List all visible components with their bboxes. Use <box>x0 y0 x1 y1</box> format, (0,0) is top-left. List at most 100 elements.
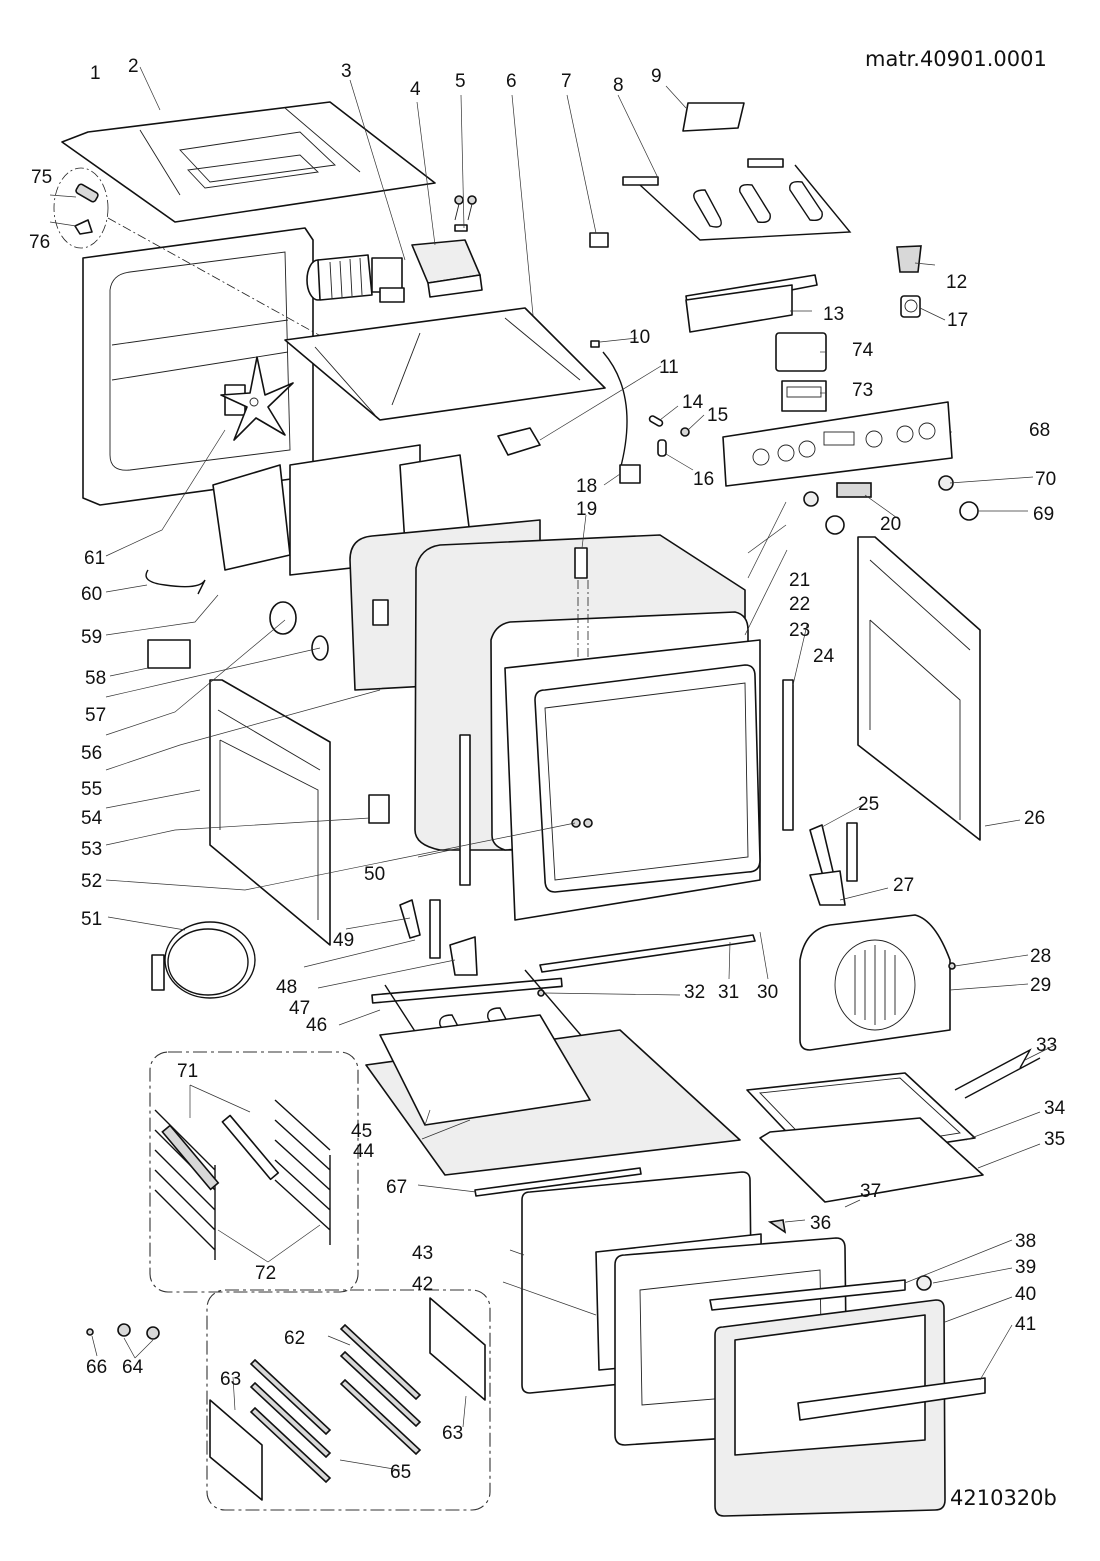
callout-59[interactable]: 59 <box>81 627 102 648</box>
callout-56[interactable]: 56 <box>81 743 102 764</box>
part-top-plate <box>284 307 606 421</box>
callout-4[interactable]: 4 <box>410 79 421 100</box>
callout-51[interactable]: 51 <box>81 909 102 930</box>
callout-60[interactable]: 60 <box>81 584 102 605</box>
callout-36[interactable]: 36 <box>810 1213 831 1234</box>
callout-58[interactable]: 58 <box>85 668 106 689</box>
callout-48[interactable]: 48 <box>276 977 297 998</box>
callout-71[interactable]: 71 <box>177 1061 198 1082</box>
callout-15[interactable]: 15 <box>707 405 728 426</box>
callout-46[interactable]: 46 <box>306 1015 327 1036</box>
callout-33[interactable]: 33 <box>1036 1035 1057 1056</box>
callout-18[interactable]: 18 <box>576 476 597 497</box>
callout-26[interactable]: 26 <box>1024 808 1045 829</box>
callout-39[interactable]: 39 <box>1015 1257 1036 1278</box>
callout-17[interactable]: 17 <box>947 310 968 331</box>
callout-28[interactable]: 28 <box>1030 946 1051 967</box>
drawing-code: 4210320b <box>950 1486 1057 1510</box>
callout-7[interactable]: 7 <box>561 71 572 92</box>
part-bottom-tray <box>379 1014 591 1126</box>
callout-61[interactable]: 61 <box>84 548 105 569</box>
callout-40[interactable]: 40 <box>1015 1284 1036 1305</box>
callout-23[interactable]: 23 <box>789 620 810 641</box>
callout-10[interactable]: 10 <box>629 327 650 348</box>
callout-12[interactable]: 12 <box>946 272 967 293</box>
callout-3[interactable]: 3 <box>341 61 352 82</box>
callout-31[interactable]: 31 <box>718 982 739 1003</box>
callout-32[interactable]: 32 <box>684 982 705 1003</box>
callout-55[interactable]: 55 <box>81 779 102 800</box>
callout-47[interactable]: 47 <box>289 998 310 1019</box>
part-door-handle <box>797 1377 986 1421</box>
callout-74[interactable]: 74 <box>852 340 874 361</box>
callout-63-left[interactable]: 63 <box>220 1369 241 1390</box>
callout-76[interactable]: 76 <box>29 232 50 253</box>
callout-54[interactable]: 54 <box>81 808 103 829</box>
callout-50[interactable]: 50 <box>364 864 385 885</box>
callout-38[interactable]: 38 <box>1015 1231 1036 1252</box>
part-detail-clips <box>53 167 109 249</box>
callout-66[interactable]: 66 <box>86 1357 107 1378</box>
part-control-panel <box>722 401 953 487</box>
callout-68[interactable]: 68 <box>1029 420 1050 441</box>
part-screws-5 <box>454 195 477 232</box>
part-cooling-fan <box>306 254 405 303</box>
part-side-racks-72 <box>154 1099 331 1260</box>
callout-21[interactable]: 21 <box>789 570 810 591</box>
part-fan-motor <box>220 356 294 441</box>
model-reference: matr.40901.0001 <box>865 47 1047 71</box>
callout-25[interactable]: 25 <box>858 794 879 815</box>
callout-1[interactable]: 1 <box>90 63 101 84</box>
callout-62[interactable]: 62 <box>284 1328 305 1349</box>
callout-44[interactable]: 44 <box>353 1141 375 1162</box>
callout-72[interactable]: 72 <box>255 1263 276 1284</box>
callout-42[interactable]: 42 <box>412 1274 433 1295</box>
callout-27[interactable]: 27 <box>893 875 914 896</box>
callout-22[interactable]: 22 <box>789 594 810 615</box>
callout-8[interactable]: 8 <box>613 75 624 96</box>
callout-63-right[interactable]: 63 <box>442 1423 463 1444</box>
callout-16[interactable]: 16 <box>693 469 714 490</box>
callout-20[interactable]: 20 <box>880 514 901 535</box>
callout-6[interactable]: 6 <box>506 71 517 92</box>
callout-24[interactable]: 24 <box>813 646 835 667</box>
callout-70[interactable]: 70 <box>1035 469 1056 490</box>
callout-73[interactable]: 73 <box>852 380 873 401</box>
callout-65[interactable]: 65 <box>390 1462 411 1483</box>
callout-69[interactable]: 69 <box>1033 504 1054 525</box>
part-fan-cover <box>799 914 951 1051</box>
callout-52[interactable]: 52 <box>81 871 102 892</box>
leader-lines <box>49 66 1056 1471</box>
callout-41[interactable]: 41 <box>1015 1314 1036 1335</box>
callout-5[interactable]: 5 <box>455 71 466 92</box>
callout-75[interactable]: 75 <box>31 167 52 188</box>
callout-43[interactable]: 43 <box>412 1243 433 1264</box>
callout-67[interactable]: 67 <box>386 1177 407 1198</box>
part-lamp-parts <box>648 415 690 457</box>
callout-19[interactable]: 19 <box>576 499 597 520</box>
callout-45[interactable]: 45 <box>351 1121 372 1142</box>
callout-13[interactable]: 13 <box>823 304 844 325</box>
callout-2[interactable]: 2 <box>128 56 139 77</box>
part-cable-60 <box>145 569 206 595</box>
callout-9[interactable]: 9 <box>651 66 662 87</box>
callout-35[interactable]: 35 <box>1044 1129 1065 1150</box>
part-foot-64a <box>117 1323 131 1337</box>
part-clip-53a <box>372 599 389 626</box>
callout-49[interactable]: 49 <box>333 930 354 951</box>
part-housing-box <box>411 239 483 298</box>
callout-64[interactable]: 64 <box>122 1357 144 1378</box>
callout-34[interactable]: 34 <box>1044 1098 1066 1119</box>
callout-14[interactable]: 14 <box>682 392 704 413</box>
part-plate-9 <box>682 102 745 132</box>
part-runner-24 <box>782 679 794 831</box>
part-wire-shelf <box>759 1117 984 1203</box>
callout-30[interactable]: 30 <box>757 982 778 1003</box>
part-circular-element <box>151 921 256 999</box>
part-runner-71b <box>221 1114 280 1181</box>
callout-29[interactable]: 29 <box>1030 975 1051 996</box>
callout-53[interactable]: 53 <box>81 839 102 860</box>
callout-11[interactable]: 11 <box>659 357 679 378</box>
callout-37[interactable]: 37 <box>860 1181 881 1202</box>
callout-57[interactable]: 57 <box>85 705 106 726</box>
